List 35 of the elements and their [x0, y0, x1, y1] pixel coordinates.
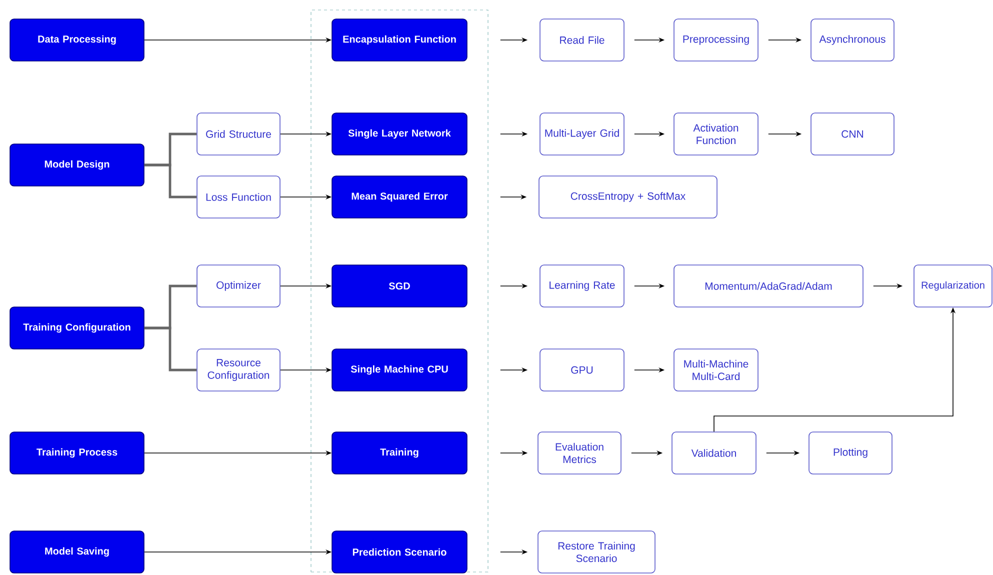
process-box: Training Configuration	[10, 306, 144, 350]
step-box: Read File	[540, 18, 624, 62]
step-box: Multi-Layer Grid	[540, 112, 624, 156]
step-box: Restore Training Scenario	[538, 530, 656, 574]
step-box: Preprocessing	[674, 18, 758, 62]
process-box: Model Saving	[10, 530, 144, 574]
process-box: Prediction Scenario	[332, 530, 468, 574]
process-box: Mean Squared Error	[332, 176, 468, 218]
process-box: SGD	[332, 264, 468, 308]
process-box: Model Design	[10, 144, 144, 186]
step-box: Evaluation Metrics	[538, 432, 622, 474]
step-box: Asynchronous	[810, 18, 894, 62]
connector-line	[144, 326, 197, 372]
step-box: Learning Rate	[540, 264, 624, 308]
step-box: Plotting	[808, 432, 892, 474]
step-box: Resource Configuration	[196, 348, 280, 392]
step-box: CNN	[810, 112, 894, 156]
step-box: Multi-Machine Multi-Card	[674, 348, 758, 392]
step-box: Activation Function	[674, 112, 758, 156]
step-box: Validation	[672, 432, 756, 474]
step-box: GPU	[540, 348, 624, 392]
step-box: Regularization	[914, 264, 992, 308]
step-box: Momentum/AdaGrad/Adam	[674, 264, 864, 308]
group-frame	[310, 10, 488, 572]
step-box: CrossEntropy + SoftMax	[538, 176, 718, 218]
process-box: Training	[332, 432, 468, 474]
process-box: Encapsulation Function	[332, 18, 468, 62]
connector-line	[144, 164, 197, 198]
process-box: Training Process	[10, 432, 144, 474]
process-box: Single Layer Network	[332, 112, 468, 156]
step-box: Grid Structure	[196, 112, 280, 156]
step-box: Optimizer	[196, 264, 280, 308]
step-box: Loss Function	[196, 176, 280, 218]
process-box: Data Processing	[10, 18, 144, 62]
process-box: Single Machine CPU	[332, 348, 468, 392]
